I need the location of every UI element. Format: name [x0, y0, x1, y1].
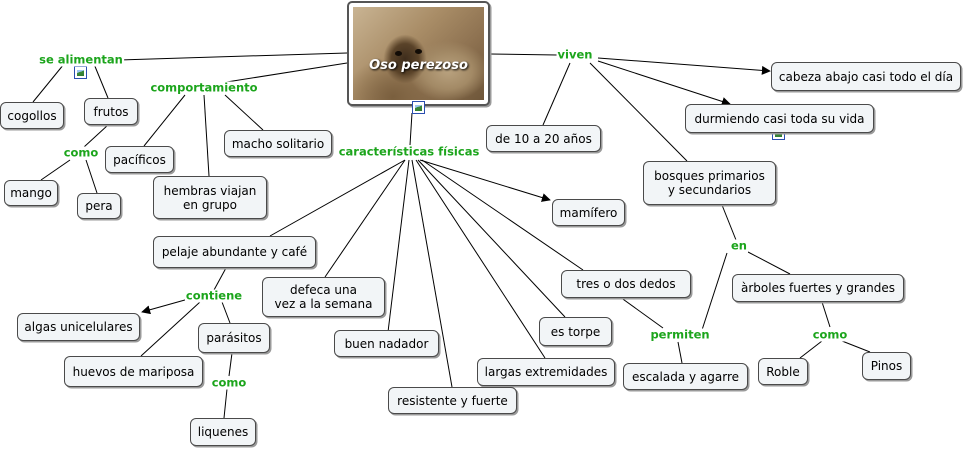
concept-arboles[interactable]: àrboles fuertes y grandes: [732, 274, 904, 302]
concept-liquenes[interactable]: liquenes: [190, 418, 256, 446]
link-viven[interactable]: viven: [556, 47, 594, 62]
link-se-alimentan[interactable]: se alimentan: [38, 52, 124, 67]
concept-defeca[interactable]: defeca una vez a la semana: [262, 277, 385, 317]
link-caracteristicas-fisicas[interactable]: características físicas: [337, 144, 481, 159]
central-topic-oso-perezoso[interactable]: Oso perezoso: [347, 1, 490, 106]
concept-mamifero[interactable]: mamífero: [552, 199, 625, 226]
concept-algas[interactable]: algas unicelulares: [17, 313, 140, 341]
link-como-arboles[interactable]: como: [811, 327, 849, 342]
concept-edad[interactable]: de 10 a 20 años: [486, 125, 601, 152]
concept-cabeza-abajo[interactable]: cabeza abajo casi todo el día: [771, 62, 961, 91]
concept-pacificos[interactable]: pacíficos: [105, 146, 174, 173]
sloth-eye: [415, 49, 422, 54]
link-contiene[interactable]: contiene: [184, 288, 244, 303]
concept-durmiendo[interactable]: durmiendo casi toda su vida: [685, 104, 874, 133]
concept-pelaje[interactable]: pelaje abundante y café: [153, 236, 316, 268]
concept-largas-extremidades[interactable]: largas extremidades: [477, 358, 615, 386]
concept-parasitos[interactable]: parásitos: [198, 323, 270, 353]
link-comportamiento[interactable]: comportamiento: [149, 80, 259, 95]
central-topic-title: Oso perezoso: [369, 58, 468, 73]
concept-resistente-y-fuerte[interactable]: resistente y fuerte: [388, 387, 517, 414]
concept-tres-o-dos-dedos[interactable]: tres o dos dedos: [561, 270, 691, 298]
concept-pinos[interactable]: Pinos: [862, 352, 911, 380]
concept-huevos-de-mariposa[interactable]: huevos de mariposa: [64, 356, 203, 387]
sloth-photo: [353, 7, 484, 100]
concept-es-torpe[interactable]: es torpe: [539, 317, 612, 346]
concept-macho-solitario[interactable]: macho solitario: [224, 130, 332, 157]
image-attachment-icon[interactable]: [412, 101, 425, 114]
concept-mango[interactable]: mango: [4, 180, 58, 206]
concept-bosques[interactable]: bosques primarios y secundarios: [643, 161, 776, 205]
link-permiten[interactable]: permiten: [649, 327, 711, 342]
concept-escalada-y-agarre[interactable]: escalada y agarre: [623, 363, 748, 390]
link-como-parasitos[interactable]: como: [210, 375, 248, 390]
concept-buen-nadador[interactable]: buen nadador: [334, 330, 439, 357]
concept-roble[interactable]: Roble: [758, 358, 808, 385]
link-como-frutos[interactable]: como: [62, 145, 100, 160]
concept-pera[interactable]: pera: [77, 193, 121, 219]
image-attachment-icon[interactable]: [74, 66, 87, 79]
concept-frutos[interactable]: frutos: [84, 98, 138, 125]
concept-cogollos[interactable]: cogollos: [0, 102, 64, 129]
link-en[interactable]: en: [730, 238, 748, 253]
sloth-eye: [395, 51, 402, 56]
concept-hembras-viajan-en-grupo[interactable]: hembras viajan en grupo: [153, 176, 267, 219]
